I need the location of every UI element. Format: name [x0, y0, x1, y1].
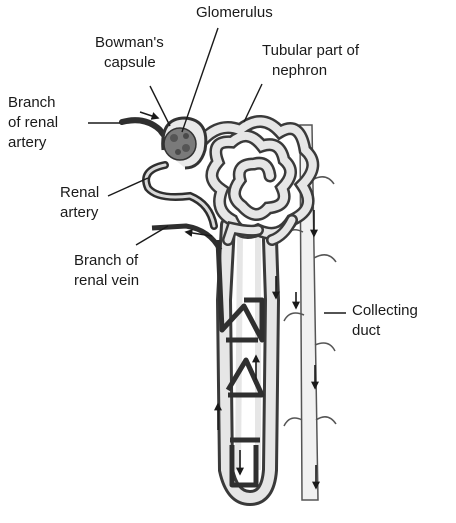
label-glomerulus: Glomerulus [196, 4, 273, 22]
label-branch-vein-line1: Branch of [74, 252, 138, 270]
label-bowmans-capsule-line2: capsule [104, 54, 156, 72]
label-bowmans-capsule-line1: Bowman's [95, 34, 164, 52]
artery-flow-arrow [140, 112, 158, 118]
renal-artery [146, 165, 214, 226]
label-renal-artery-line2: artery [60, 204, 98, 222]
label-tubular-line2: nephron [272, 62, 327, 80]
vasa-recta [152, 226, 262, 485]
label-branch-artery-line3: artery [8, 134, 46, 152]
label-collecting-duct-line2: duct [352, 322, 380, 340]
glomerulus [164, 128, 196, 160]
label-branch-artery-line1: Branch [8, 94, 56, 112]
label-branch-artery-line2: of renal [8, 114, 58, 132]
label-renal-artery-line1: Renal [60, 184, 99, 202]
label-branch-vein-line2: renal vein [74, 272, 139, 290]
label-collecting-duct-line1: Collecting [352, 302, 418, 320]
label-tubular-line1: Tubular part of [262, 42, 359, 60]
